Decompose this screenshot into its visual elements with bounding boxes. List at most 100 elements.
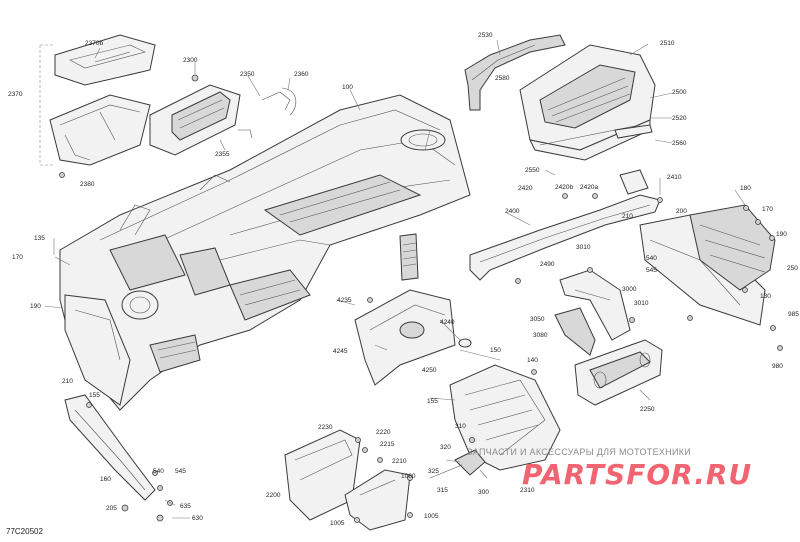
side-panel-part: [639, 204, 776, 326]
callout-label: 170: [12, 254, 23, 261]
leader-lines: [44, 39, 746, 519]
callout-label: 630: [192, 515, 203, 522]
callout-label: 170: [762, 206, 773, 213]
callout-label: 310: [455, 423, 466, 430]
bolt-icon: [515, 278, 521, 284]
screw-icon: [770, 325, 776, 331]
callout-label: 130: [760, 293, 771, 300]
callout-label: 155: [427, 398, 438, 405]
callout-label: 320: [440, 444, 451, 451]
screw-icon: [587, 267, 593, 273]
watermark-tagline: ЗАПЧАСТИ И АКСЕССУАРЫ ДЛЯ МОТОТЕХНИКИ: [467, 447, 692, 457]
callout-label: 2560: [672, 140, 687, 147]
callout-label: 635: [180, 503, 191, 510]
callout-label: 3080: [533, 332, 548, 339]
callout-label: 2400: [505, 208, 520, 215]
callout-label: 4240: [440, 319, 455, 326]
callout-label: 4245: [333, 348, 348, 355]
callout-label: 3000: [622, 286, 637, 293]
callout-label: 2370: [8, 91, 23, 98]
wire-clip-part: [261, 91, 291, 111]
dashboard-body-part: [59, 94, 471, 411]
callout-label: 2250: [640, 406, 655, 413]
latch-part: [429, 449, 486, 479]
screw-icon: [743, 205, 749, 211]
callout-label: 190: [776, 231, 787, 238]
callout-label: 2510: [660, 40, 675, 47]
clip-icon: [191, 74, 199, 82]
clip-icon: [121, 504, 129, 512]
screw-icon: [407, 475, 413, 481]
callout-label: 135: [34, 235, 45, 242]
screw-icon: [777, 345, 783, 351]
screw-icon: [167, 500, 173, 506]
callout-label: 2520: [672, 115, 687, 122]
screw-icon: [355, 437, 361, 443]
diagram-reference-code: 77C20502: [6, 527, 43, 536]
screw-icon: [742, 287, 748, 293]
screw-icon: [59, 172, 65, 178]
pocket-cover-part: [344, 469, 411, 531]
screw-icon: [152, 470, 158, 476]
callout-label: 2530: [478, 32, 493, 39]
screw-icon: [157, 485, 163, 491]
top-cover-part: [54, 34, 156, 86]
callout-label: 2230: [318, 424, 333, 431]
display-panel-part: [574, 339, 663, 406]
callout-label: 190: [30, 303, 41, 310]
callout-label: 2490: [540, 261, 555, 268]
callout-label: 3050: [530, 316, 545, 323]
grab-handle-part: [464, 34, 566, 111]
callout-label: 2500: [672, 89, 687, 96]
clip-part: [238, 129, 253, 139]
bolt-icon: [657, 197, 663, 203]
screw-icon: [755, 219, 761, 225]
callout-label: 2580: [495, 75, 510, 82]
screw-icon: [354, 517, 360, 523]
crossbar-part: [469, 169, 661, 281]
callout-label: 210: [62, 378, 73, 385]
callout-label: 2410: [667, 174, 682, 181]
callout-label: 545: [646, 267, 657, 274]
callout-label: 205: [106, 505, 117, 512]
callout-label: 2350: [240, 71, 255, 78]
callout-label: 540: [646, 255, 657, 262]
screw-icon: [531, 369, 537, 375]
watermark-logo: PARTSFOR.RU: [522, 458, 753, 491]
callout-label: 2300: [183, 57, 198, 64]
callout-label: 2550: [525, 167, 540, 174]
callout-label: 4235: [337, 297, 352, 304]
grommet-part: [458, 338, 472, 348]
callout-label: 325: [428, 468, 439, 475]
callout-label: 1000: [401, 473, 416, 480]
clip-icon: [156, 514, 164, 522]
lower-tray-part: [354, 289, 456, 386]
callout-label: 545: [175, 468, 186, 475]
callout-label: 980: [772, 363, 783, 370]
callout-label: 160: [100, 476, 111, 483]
callout-labels: 2370b 2370 2380 2300 2350 2360 2355 100 …: [8, 32, 799, 527]
bracket-wire-part: [281, 87, 297, 116]
screw-icon: [407, 512, 413, 518]
callout-label: 100: [342, 84, 353, 91]
storage-bin-part: [49, 94, 151, 166]
callout-label: 300: [478, 489, 489, 496]
callout-label: 250: [787, 265, 798, 272]
callout-label: 2220: [376, 429, 391, 436]
bolt-icon: [562, 193, 568, 199]
vent-duct-part: [554, 269, 631, 356]
callout-label: 1005: [424, 513, 439, 520]
callout-label: 2200: [266, 492, 281, 499]
callout-label: 2310: [520, 487, 535, 494]
callout-label: 200: [676, 208, 687, 215]
screw-icon: [86, 402, 92, 408]
screw-icon: [362, 447, 368, 453]
callout-label: 2420a: [580, 184, 598, 191]
callout-label: 150: [490, 347, 501, 354]
screw-icon: [629, 317, 635, 323]
callout-label: 1005: [330, 520, 345, 527]
callout-label: 2420: [518, 185, 533, 192]
bolt-icon: [592, 193, 598, 199]
callout-label: 155: [89, 392, 100, 399]
